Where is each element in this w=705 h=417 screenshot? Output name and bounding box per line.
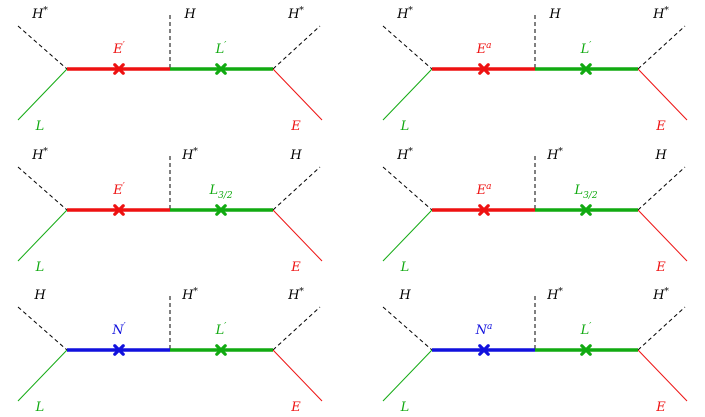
label-top-left: H*	[396, 6, 413, 22]
label-propagator-right: L′	[580, 41, 592, 57]
label-top-right: H*	[652, 287, 669, 303]
label-propagator-right: L3/2	[573, 183, 597, 201]
fermion-leg-bottom-left	[382, 209, 433, 262]
feynman-diagram-6: H H* H* Na L′ L E	[382, 287, 688, 415]
label-propagator-right: L′	[580, 322, 592, 338]
feynman-diagram-5: H H* H* N′ L′ L E	[17, 287, 323, 415]
label-propagator-left: E′	[112, 41, 125, 57]
label-top-left: H*	[31, 147, 48, 163]
label-top-right: H*	[652, 6, 669, 22]
feynman-diagram-1: H* H H* E′ L′ L E	[17, 6, 323, 134]
label-top-left: H*	[396, 147, 413, 163]
scalar-line-top-left	[17, 166, 68, 211]
mass-insertion-right-icon	[580, 63, 592, 75]
fermion-leg-bottom-right	[272, 209, 323, 262]
feynman-diagram-3: H* H* H E′ L3/2L E	[17, 147, 323, 275]
scalar-line-top-right	[637, 306, 686, 351]
label-propagator-left: Na	[475, 322, 493, 338]
label-bottom-left: L	[400, 260, 410, 275]
scalar-line-top-right	[272, 166, 321, 211]
label-top-mid: H*	[181, 287, 198, 303]
feynman-diagram-4: H* H* H Ea L3/2L E	[382, 147, 688, 275]
fermion-leg-bottom-left	[17, 68, 68, 121]
label-propagator-left: Ea	[476, 182, 492, 198]
label-propagator-left: E′	[112, 182, 125, 198]
scalar-line-top-left	[382, 166, 433, 211]
label-top-mid: H*	[181, 147, 198, 163]
label-bottom-right: E	[290, 119, 301, 134]
mass-insertion-right-icon	[580, 204, 592, 216]
fermion-leg-bottom-left	[382, 68, 433, 121]
mass-insertion-left-icon	[478, 204, 490, 216]
label-top-mid: H	[183, 7, 196, 22]
scalar-line-top-left	[382, 306, 433, 351]
scalar-line-top-left	[17, 25, 68, 70]
label-bottom-left: L	[400, 119, 410, 134]
label-top-left: H	[398, 288, 411, 303]
label-propagator-right: L′	[215, 41, 227, 57]
label-top-left: H	[33, 288, 46, 303]
label-top-mid: H*	[546, 147, 563, 163]
label-bottom-left: L	[35, 119, 45, 134]
label-bottom-right: E	[655, 260, 666, 275]
fermion-leg-bottom-right	[272, 68, 323, 121]
fermion-leg-bottom-left	[17, 349, 68, 402]
label-top-left: H*	[31, 6, 48, 22]
scalar-line-top-left	[382, 25, 433, 70]
scalar-line-top-right	[272, 306, 321, 351]
mass-insertion-left-icon	[113, 204, 125, 216]
scalar-line-top-right	[637, 25, 686, 70]
mass-insertion-right-icon	[215, 204, 227, 216]
label-bottom-right: E	[290, 260, 301, 275]
fermion-leg-bottom-right	[637, 209, 688, 262]
label-top-mid: H	[548, 7, 561, 22]
mass-insertion-left-icon	[113, 344, 125, 356]
scalar-line-top-right	[637, 166, 686, 211]
label-propagator-right: L′	[215, 322, 227, 338]
label-bottom-left: L	[400, 400, 410, 415]
mass-insertion-left-icon	[113, 63, 125, 75]
feynman-diagram-2: H* H H* Ea L′ L E	[382, 6, 688, 134]
label-top-mid: H*	[546, 287, 563, 303]
label-bottom-right: E	[655, 400, 666, 415]
label-bottom-right: E	[290, 400, 301, 415]
scalar-line-top-right	[272, 25, 321, 70]
fermion-leg-bottom-left	[382, 349, 433, 402]
fermion-leg-bottom-right	[637, 68, 688, 121]
mass-insertion-left-icon	[478, 344, 490, 356]
fermion-leg-bottom-left	[17, 209, 68, 262]
label-top-right: H	[654, 148, 667, 163]
label-top-right: H*	[287, 6, 304, 22]
label-top-right: H*	[287, 287, 304, 303]
label-propagator-right: L3/2	[208, 183, 232, 201]
mass-insertion-left-icon	[478, 63, 490, 75]
label-propagator-left: N′	[111, 322, 125, 338]
label-bottom-left: L	[35, 400, 45, 415]
label-bottom-left: L	[35, 260, 45, 275]
mass-insertion-right-icon	[215, 63, 227, 75]
mass-insertion-right-icon	[580, 344, 592, 356]
fermion-leg-bottom-right	[272, 349, 323, 402]
fermion-leg-bottom-right	[637, 349, 688, 402]
scalar-line-top-left	[17, 306, 68, 351]
label-propagator-left: Ea	[476, 41, 492, 57]
label-bottom-right: E	[655, 119, 666, 134]
mass-insertion-right-icon	[215, 344, 227, 356]
label-top-right: H	[289, 148, 302, 163]
